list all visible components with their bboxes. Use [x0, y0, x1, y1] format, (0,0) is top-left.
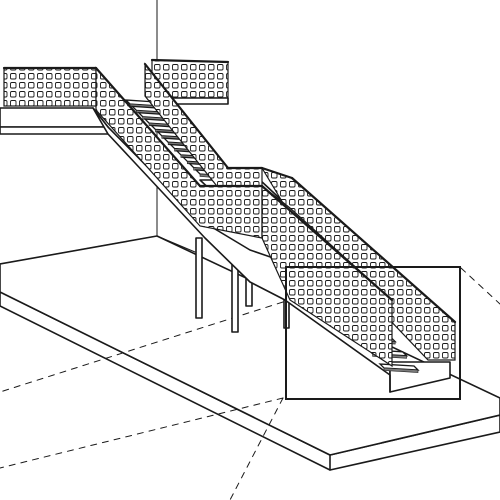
- detail-callout-box: [285, 266, 461, 400]
- mesh-balustrade-outer: [94, 66, 394, 368]
- floor-slab: [0, 235, 500, 471]
- upper-landing: [0, 66, 109, 135]
- mesh-balustrade-inner: [143, 62, 457, 361]
- lower-flight-tread-nosing: [383, 367, 419, 373]
